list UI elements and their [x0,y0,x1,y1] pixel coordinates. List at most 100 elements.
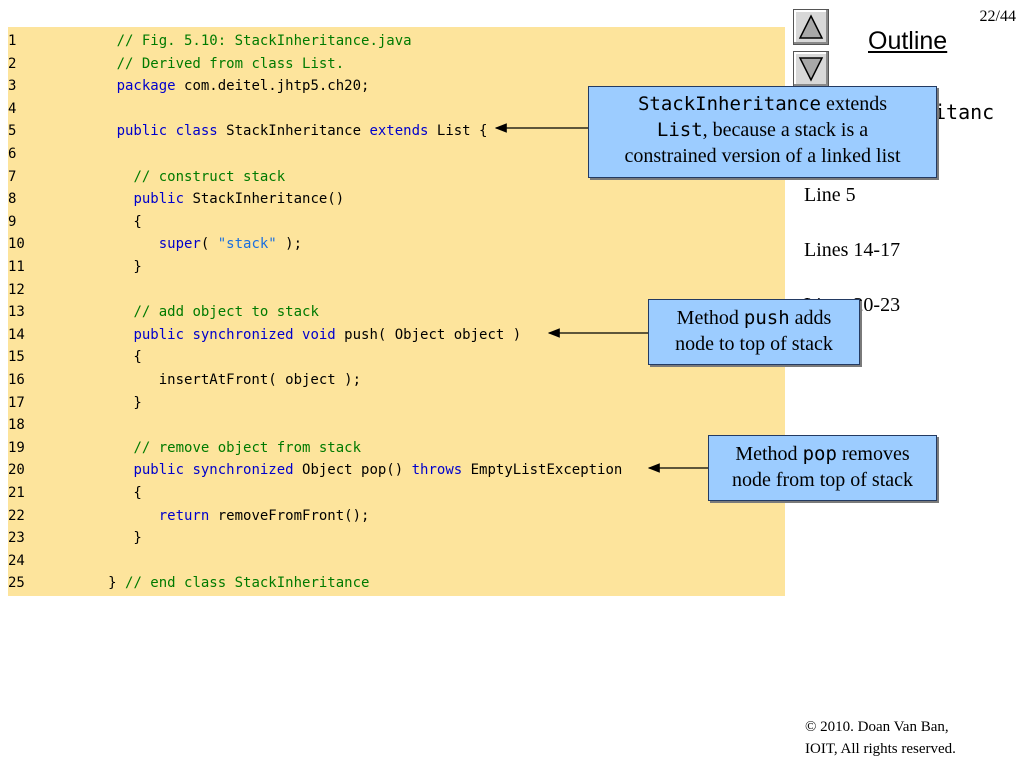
code-token: public synchronized void [133,326,336,343]
line-number: 10 [8,236,25,253]
line-number: 21 [8,485,25,501]
code-token: { [66,213,142,230]
copyright-notice: © 2010. Doan Van Ban, IOIT, All rights r… [805,716,956,760]
code-token: public class [116,123,218,140]
code-token: // add object to stack [133,304,319,321]
code-text: public class StackInheritance extends Li… [66,120,488,142]
code-line: 18 [8,414,785,436]
code-line: 1 // Fig. 5.10: StackInheritance.java [8,30,785,52]
code-token: ); [276,236,303,253]
code-text: public synchronized void push( Object ob… [66,324,521,346]
callout-text: node to top of stack [675,333,833,355]
code-token: removeFromFront(); [209,507,370,524]
callout-code-pop: pop [802,443,837,465]
code-token: StackInheritance() [184,191,345,208]
code-line: 11 } [8,256,785,278]
code-line: 13 // add object to stack [8,301,785,323]
code-token: // Derived from class List. [116,55,345,72]
code-line: 10 super( "stack" ); [8,233,785,255]
code-text: public synchronized Object pop() throws … [66,459,622,481]
code-token: // end class StackInheritance [125,575,370,592]
line-number: 23 [8,530,25,547]
code-token [66,440,133,456]
code-token: throws [411,462,463,479]
page-indicator: 22/44 [979,8,1016,25]
previous-slide-button[interactable] [793,9,829,45]
outline-link[interactable]: Outline [868,27,948,55]
line-number: 6 [8,146,17,162]
code-token: super [158,236,201,253]
code-line: 6 [8,143,785,165]
code-text: } [66,392,142,414]
line-number: 2 [8,55,17,72]
callout-pop-note: Method pop removes node from top of stac… [708,435,937,501]
code-text: // add object to stack [66,301,319,323]
line-number: 18 [8,417,25,434]
line-number: 15 [8,349,25,366]
code-line: 24 [8,550,785,572]
code-line: 3 package com.deitel.jhtp5.ch20; [8,75,785,97]
code-line: 22 return removeFromFront(); [8,505,785,527]
code-token: } [66,259,142,275]
callout-text: constrained version of a linked list [624,145,901,167]
code-text: // Derived from class List. [66,53,345,75]
code-token: com.deitel.jhtp5.ch20; [175,78,370,95]
code-token: "stack" [217,236,277,253]
line-number: 25 [8,575,25,592]
code-line: 19 // remove object from stack [8,437,785,459]
code-token: return [158,507,210,524]
callout-extends-note: StackInheritance extends List, because a… [588,86,937,178]
code-line: 17 } [8,392,785,414]
code-token [66,78,117,94]
code-text: } // end class StackInheritance [66,572,369,594]
callout-text: Method [676,307,744,329]
code-token: // remove object from stack [133,439,362,456]
code-token: { [66,349,142,366]
next-slide-button[interactable] [793,51,829,87]
triangle-down-icon [798,57,824,82]
code-text: insertAtFront( object ); [66,369,361,391]
line-number: 8 [8,191,17,208]
callout-code-list: List [656,119,703,141]
code-text: // Fig. 5.10: StackInheritance.java [66,30,412,52]
code-token [66,462,133,478]
code-token: package [116,78,176,95]
code-line: 2 // Derived from class List. [8,53,785,75]
code-token [66,191,133,207]
code-token [66,304,133,320]
outline-code-fragment: itanc [934,100,995,124]
copyright-line: © 2010. Doan Van Ban, [805,719,949,735]
code-text: } [66,256,142,278]
code-text: } [66,527,141,549]
outline-item-line-5: Line 5 [804,184,856,206]
callout-text: node from top of stack [731,469,914,491]
code-token [66,33,117,49]
code-line: 20 public synchronized Object pop() thro… [8,459,785,481]
callout-code-push: push [743,307,790,329]
code-token: insertAtFront( object ); [66,372,362,388]
code-token: ( [200,236,218,253]
code-token: // Fig. 5.10: StackInheritance.java [116,33,412,49]
code-token [66,236,159,252]
code-text: return removeFromFront(); [66,505,370,527]
code-token: { [66,485,142,501]
line-number: 20 [8,462,25,479]
code-token [66,56,117,72]
code-line: 16 insertAtFront( object ); [8,369,785,391]
code-text: public StackInheritance() [66,188,344,210]
callout-code-stackinheritance: StackInheritance [637,93,821,115]
line-number: 16 [8,372,25,388]
line-number: 4 [8,100,17,117]
code-token: } [66,394,142,411]
code-token [66,508,159,524]
code-token: public synchronized [133,462,294,479]
code-token: push( Object object ) [335,326,522,343]
code-token: List { [428,123,488,140]
code-text: package com.deitel.jhtp5.ch20; [66,75,370,97]
code-token: extends [369,123,429,140]
code-line: 15 { [8,346,785,368]
callout-text: extends [820,93,888,115]
code-token: public [133,191,185,208]
line-number: 9 [8,213,17,230]
outline-item-lines-14-17: Lines 14-17 [804,239,901,261]
